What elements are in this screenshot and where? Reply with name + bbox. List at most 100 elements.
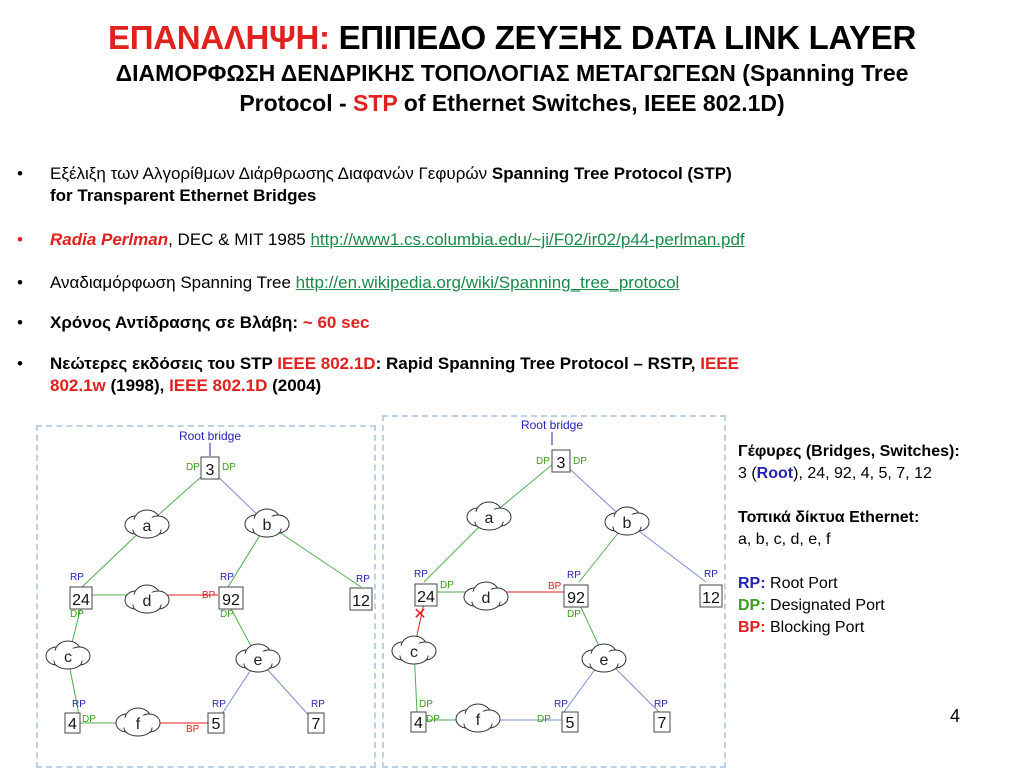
switch-box-4 [64, 712, 81, 734]
title-stp: STP [353, 90, 398, 116]
switch-box-92 [563, 584, 589, 608]
port-label-bp: BP [202, 590, 216, 601]
lan-cloud-fill [121, 715, 155, 731]
title-line-3: Protocol - STP of Ethernet Switches, IEE… [0, 88, 1024, 118]
lan-label-e: e [600, 652, 609, 669]
switch-label-92: 92 [222, 592, 240, 609]
switch-box-5 [561, 711, 579, 733]
switch-label-3: 3 [206, 462, 215, 479]
lan-cloud-e [581, 643, 627, 673]
bullet-marker: • [17, 230, 23, 249]
switch-box-12 [699, 584, 723, 608]
switch-label-24: 24 [417, 589, 435, 606]
port-label-dp: DP [186, 462, 200, 473]
bullet-marker: • [17, 313, 23, 332]
switch-box-3 [551, 449, 571, 473]
bullet-5-text: Νεώτερες εκδόσεις του STP IEEE 802.1D: R… [50, 353, 1000, 397]
lan-label-f: f [136, 716, 141, 733]
bullet-5-bold-3: (1998), [105, 376, 170, 395]
bullet-5-bold-2: : Rapid Spanning Tree Protocol – RSTP, [375, 354, 701, 373]
title-line-3-b: of Ethernet Switches, IEEE 802.1D) [397, 90, 785, 116]
bullet-1-plain: Εξέλιξη των Αλγορίθμων Διάρθρωσης Διαφαν… [50, 164, 492, 183]
switch-box-4 [410, 711, 427, 733]
lan-cloud-c [45, 640, 91, 670]
bullet-2: • Radia Perlman, DEC & MIT 1985 http://w… [0, 229, 1000, 251]
bullet-5-red-2a: IEEE [700, 354, 739, 373]
port-label-rp: RP [72, 699, 86, 710]
root-bridge-label: Root bridge [179, 429, 241, 443]
bullet-1-bold: Spanning Tree Protocol (STP) [491, 164, 732, 183]
network-link [626, 521, 707, 583]
legend-bridges-list: 3 (Root), 24, 92, 4, 5, 7, 12 [738, 463, 1024, 485]
bullet-5-bold-4: (2004) [267, 376, 322, 395]
legend-rp: RP: Root Port [738, 573, 1024, 595]
legend-root: Root [756, 465, 794, 482]
bullet-5-red-3: IEEE 802.1D [169, 376, 268, 395]
lan-cloud-fill [461, 711, 495, 727]
lan-cloud-fill [587, 651, 621, 667]
lan-label-c: c [410, 644, 418, 661]
switch-label-12: 12 [352, 593, 370, 610]
legend-bridges-pre: 3 ( [738, 465, 757, 482]
bullet-5-red-1: IEEE 802.1D [277, 354, 376, 373]
lan-label-b: b [623, 515, 632, 532]
lan-cloud-fill [250, 516, 284, 532]
port-label-dp: DP [536, 456, 550, 467]
lan-cloud-e [235, 643, 281, 673]
bullet-3-text: Αναδιαμόρφωση Spanning Tree http://en.wi… [50, 272, 1000, 294]
lan-cloud-c [391, 635, 437, 665]
lan-cloud-fill [472, 509, 506, 525]
lan-cloud-b [604, 506, 650, 536]
lan-label-a: a [485, 510, 494, 527]
lan-label-d: d [143, 593, 152, 610]
port-label-rp: RP [212, 699, 226, 710]
port-label-dp: DP [70, 609, 84, 620]
switch-label-4: 4 [68, 716, 77, 733]
switch-box-7 [307, 712, 325, 734]
title-line-1: ΕΠΑΝΑΛΗΨΗ: ΕΠΙΠΕΔΟ ΖΕΥΞΗΣ DATA LINK LAYE… [0, 18, 1024, 58]
wikipedia-stp-link[interactable]: http://en.wikipedia.org/wiki/Spanning_tr… [295, 273, 680, 292]
lan-label-a: a [143, 518, 152, 535]
bullet-marker: • [17, 354, 23, 373]
port-label-rp: RP [70, 572, 84, 583]
port-label-dp: DP [426, 714, 440, 725]
switch-box-92 [218, 586, 244, 610]
blocked-port-mark: ✕ [413, 606, 426, 623]
legend-rp-key: RP: [738, 575, 766, 592]
switch-box-24 [414, 583, 438, 607]
bullet-marker: • [17, 164, 23, 183]
bullet-3-plain: Αναδιαμόρφωση Spanning Tree [50, 273, 296, 292]
legend: Γέφυρες (Bridges, Switches): 3 (Root), 2… [738, 441, 1024, 639]
port-label-rp: RP [356, 574, 370, 585]
lan-label-e: e [254, 652, 263, 669]
legend-dp-val: Designated Port [765, 597, 885, 614]
bullet-1: • Εξέλιξη των Αλγορίθμων Διάρθρωσης Διαφ… [0, 163, 1000, 207]
legend-bp: BP: Blocking Port [738, 617, 1024, 639]
legend-dp: DP: Designated Port [738, 595, 1024, 617]
port-label-rp: RP [704, 569, 718, 580]
lan-cloud-fill [397, 643, 431, 659]
lan-cloud-f [115, 707, 161, 737]
lan-cloud-d [124, 584, 170, 614]
bullet-2-name: Radia Perlman [50, 230, 169, 249]
port-label-bp: BP [186, 724, 200, 735]
bullet-2-text: Radia Perlman, DEC & MIT 1985 http://www… [50, 229, 1000, 251]
port-label-dp: DP [537, 714, 551, 725]
title-line-3-a: Protocol - [239, 90, 354, 116]
port-label-rp: RP [554, 699, 568, 710]
lan-cloud-fill [130, 592, 164, 608]
network-link [423, 516, 490, 583]
bullet-4: • Χρόνος Αντίδρασης σε Βλάβη: ~ 60 sec [0, 312, 1000, 334]
bullet-5: • Νεώτερες εκδόσεις του STP IEEE 802.1D:… [0, 353, 1000, 397]
perlman-paper-link[interactable]: http://www1.cs.columbia.edu/~ji/F02/ir02… [310, 230, 745, 249]
slide-title: ΕΠΑΝΑΛΗΨΗ: ΕΠΙΠΕΔΟ ΖΕΥΞΗΣ DATA LINK LAYE… [0, 0, 1024, 118]
bullet-4-red: ~ 60 sec [302, 313, 370, 332]
legend-bp-key: BP: [738, 619, 766, 636]
port-label-bp: BP [548, 581, 562, 592]
lan-cloud-fill [130, 517, 164, 533]
port-label-dp: DP [573, 456, 587, 467]
bullet-5-bold-1: Νεώτερες εκδόσεις του STP [50, 354, 278, 373]
port-label-dp: DP [567, 609, 581, 620]
